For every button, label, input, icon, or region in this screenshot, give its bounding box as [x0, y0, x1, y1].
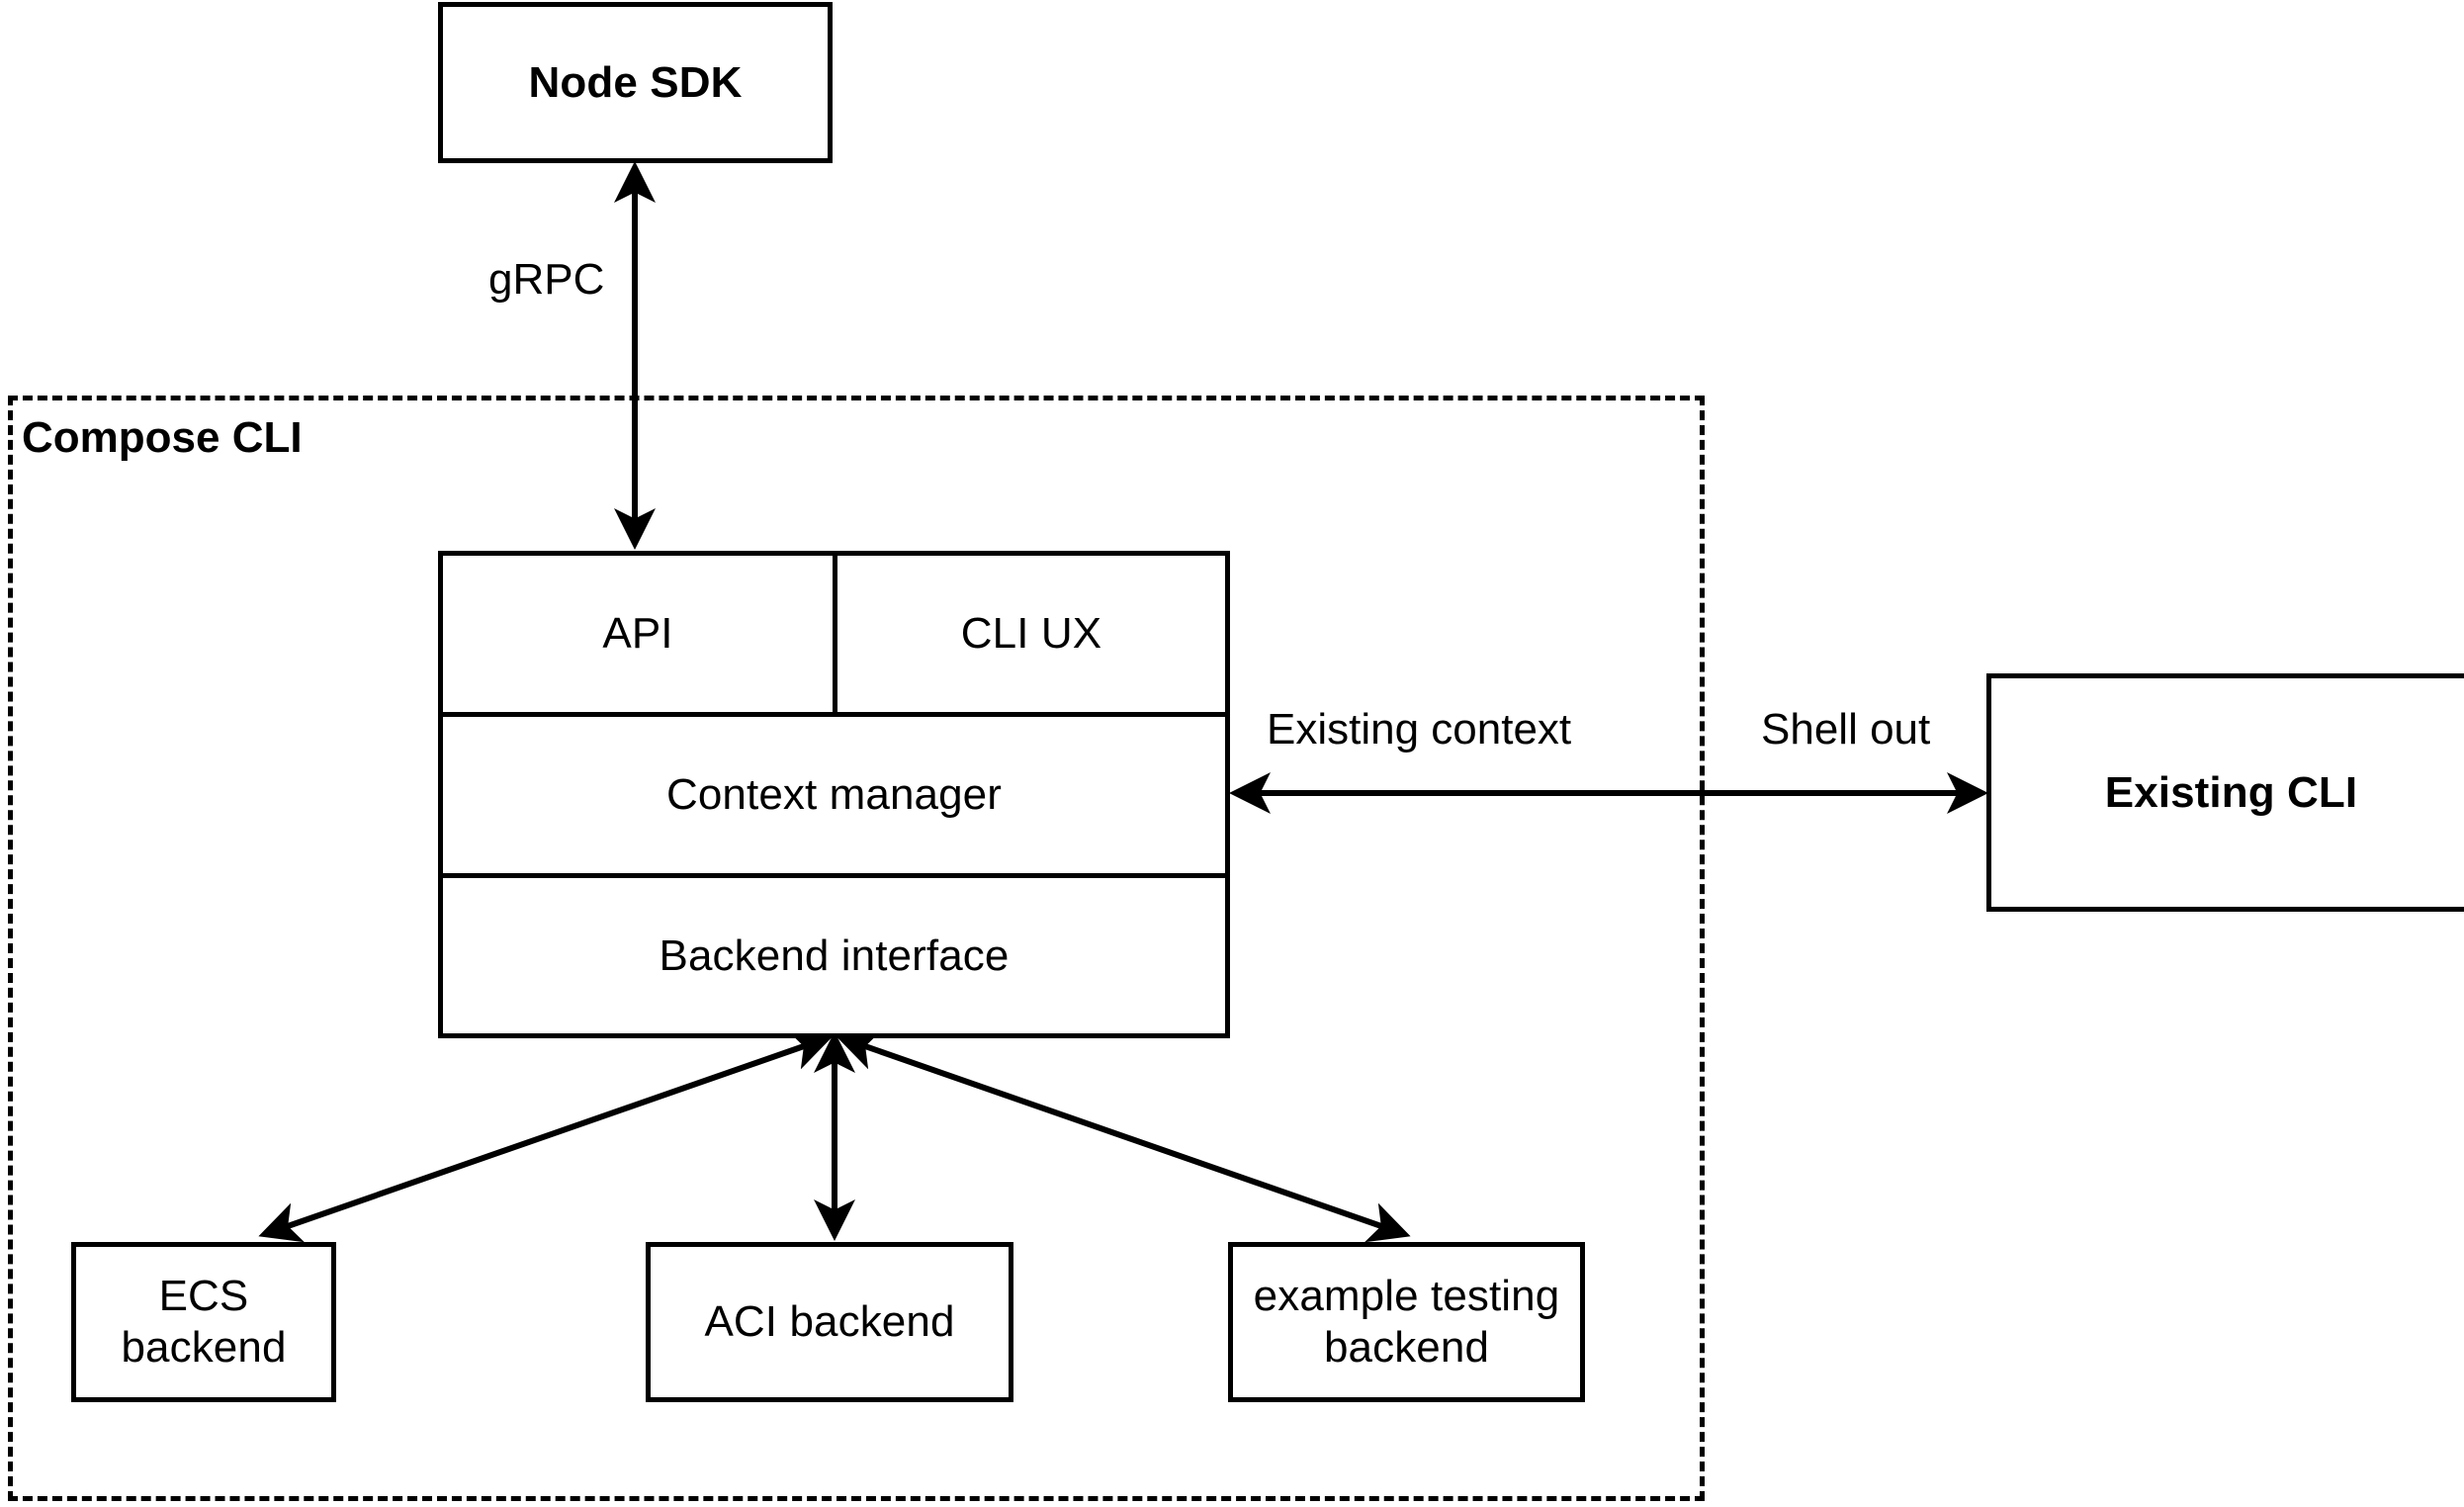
node-aci-backend-label: ACI backend — [704, 1297, 955, 1347]
node-backend-interface[interactable]: Backend interface — [443, 878, 1225, 1033]
node-node-sdk-label: Node SDK — [528, 57, 743, 107]
edge-label-grpc: gRPC — [484, 255, 609, 305]
node-node-sdk[interactable]: Node SDK — [438, 2, 833, 163]
group-compose-cli-label: Compose CLI — [22, 413, 303, 462]
node-cli-ux[interactable]: CLI UX — [837, 556, 1225, 712]
node-ecs-backend-label: ECS backend — [121, 1272, 287, 1372]
node-compose-cli-stack: API CLI UX Context manager Backend inter… — [438, 551, 1230, 1038]
stack-horizontal-divider-2 — [443, 873, 1225, 878]
node-existing-cli-label: Existing CLI — [2104, 767, 2358, 817]
edge-backend-ecs — [258, 1029, 834, 1243]
node-context-manager[interactable]: Context manager — [443, 717, 1225, 873]
node-example-testing-backend-label: example testing backend — [1253, 1272, 1560, 1372]
edge-label-existing-context: Existing context — [1263, 705, 1576, 754]
node-cli-ux-label: CLI UX — [960, 609, 1102, 659]
node-example-testing-backend[interactable]: example testing backend — [1228, 1242, 1585, 1402]
node-existing-cli[interactable]: Existing CLI — [1986, 673, 2464, 912]
stack-horizontal-divider-1 — [443, 712, 1225, 717]
node-backend-interface-label: Backend interface — [659, 931, 1010, 980]
node-api[interactable]: API — [443, 556, 833, 712]
edge-label-shell-out: Shell out — [1757, 705, 1935, 754]
edge-backend-example — [836, 1029, 1411, 1243]
node-api-label: API — [602, 609, 673, 659]
node-aci-backend[interactable]: ACI backend — [646, 1242, 1013, 1402]
stack-vertical-divider — [833, 556, 837, 712]
group-compose-cli — [8, 396, 1705, 1501]
node-context-manager-label: Context manager — [665, 770, 1003, 820]
node-ecs-backend[interactable]: ECS backend — [71, 1242, 336, 1402]
